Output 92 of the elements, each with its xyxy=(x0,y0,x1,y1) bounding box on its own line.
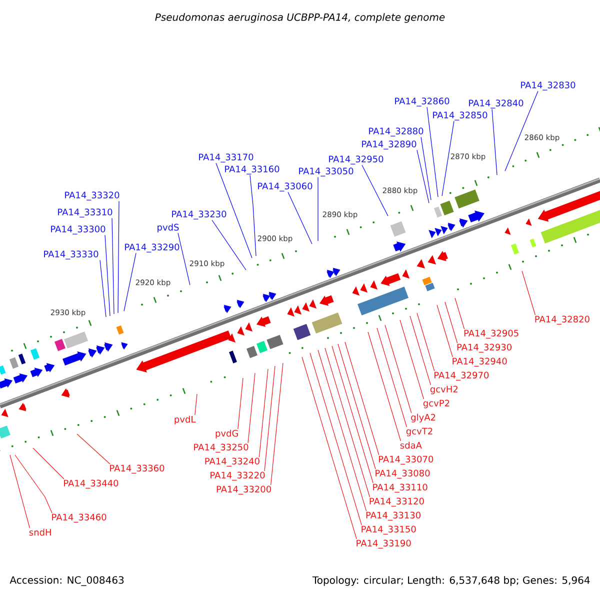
gene-label: PA14_33330 xyxy=(44,250,98,260)
leader-line xyxy=(368,332,401,442)
leader-line xyxy=(492,108,498,176)
leader-line xyxy=(504,90,538,172)
gene-label: PA14_33130 xyxy=(366,512,420,520)
leader-line xyxy=(194,394,198,416)
gene-label: gcvP2 xyxy=(423,400,450,408)
leader-line xyxy=(212,220,246,270)
accession-text: Accession: NC_008463 xyxy=(10,576,124,586)
gene-label: PA14_32940 xyxy=(452,358,507,366)
leader-line xyxy=(344,342,380,456)
leader-line xyxy=(338,344,376,470)
gene-label: glyA2 xyxy=(411,414,436,422)
gene-label: PA14_33240 xyxy=(205,458,260,466)
title: Pseudomonas aeruginosa UCBPP-PA14, complete genome xyxy=(155,13,445,23)
leader-line xyxy=(332,346,374,484)
gene-label: PA14_32860 xyxy=(395,98,450,106)
gene-label: PA14_33120 xyxy=(370,498,424,506)
leader-line xyxy=(124,252,136,312)
leader-line xyxy=(420,136,432,200)
gene-label: PA14_32820 xyxy=(535,316,590,324)
gene-label: sndH xyxy=(29,528,51,536)
leader-line xyxy=(416,312,435,372)
gene-label: gcvH2 xyxy=(430,386,458,394)
gene-label: gcvT2 xyxy=(406,428,432,436)
gene-label: PA14_33460 xyxy=(52,514,106,522)
leader-line xyxy=(270,362,284,486)
gene-label: pvdS xyxy=(158,224,179,232)
leader-line xyxy=(288,192,312,244)
leader-line xyxy=(436,304,453,358)
leader-line xyxy=(318,350,367,512)
leader-line xyxy=(14,454,52,514)
gene-label: PA14_33310 xyxy=(58,208,112,218)
leader-line xyxy=(442,120,454,196)
gene-label: PA14_32850 xyxy=(433,112,488,120)
gene-label: PA14_33290 xyxy=(125,244,180,252)
gene-label: pvdG xyxy=(216,430,238,438)
leader-line xyxy=(384,324,412,414)
gene-label: PA14_33320 xyxy=(65,192,120,200)
leader-line xyxy=(302,356,357,540)
leader-line xyxy=(310,352,362,526)
gene-label: PA14_33220 xyxy=(210,472,265,480)
leader-line xyxy=(238,378,244,430)
gene-label: PA14_33170 xyxy=(199,154,254,162)
gene-label: PA14_33080 xyxy=(376,470,430,478)
gene-label: PA14_33190 xyxy=(356,540,411,548)
gene-label: PA14_33200 xyxy=(216,486,271,494)
leader-line xyxy=(178,232,190,286)
gene-label: PA14_33070 xyxy=(378,456,434,464)
gene-label: PA14_33150 xyxy=(362,526,416,534)
leader-line xyxy=(400,320,424,400)
leader-line xyxy=(426,106,438,198)
gene-label: PA14_32840 xyxy=(469,100,524,108)
gene-label: PA14_32830 xyxy=(521,82,576,90)
gene-label: PA14_33300 xyxy=(51,226,106,234)
gene-label: PA14_32970 xyxy=(434,372,489,380)
gene-label: PA14_32880 xyxy=(369,128,424,136)
gene-label: PA14_32890 xyxy=(362,140,416,150)
gene-label: PA14_32930 xyxy=(457,344,512,352)
gene-label: PA14_33360 xyxy=(110,464,164,474)
gene-label: PA14_33250 xyxy=(194,444,248,452)
leader-line xyxy=(324,348,370,498)
leader-line xyxy=(76,434,110,464)
gene-label: PA14_33110 xyxy=(373,484,428,492)
gene-label: PA14_33060 xyxy=(258,182,312,192)
gene-label: PA14_32950 xyxy=(329,156,384,164)
leader-line xyxy=(250,174,256,256)
leader-line xyxy=(112,218,114,314)
leader-line xyxy=(410,316,431,386)
leader-line xyxy=(362,164,388,216)
gene-label: pvdL xyxy=(174,416,196,424)
leader-line xyxy=(454,298,465,330)
genome-stats-text: Topology: circular; Length: 6,537,648 bp; Genes: 5,964 xyxy=(312,576,590,586)
gene-label: PA14_32905 xyxy=(464,330,518,338)
leader-line xyxy=(522,270,536,316)
gene-label: PA14_33160 xyxy=(225,166,280,174)
gene-label: PA14_33440 xyxy=(64,480,118,488)
leader-line xyxy=(100,260,106,318)
leader-line xyxy=(32,448,64,480)
leader-line xyxy=(264,366,276,472)
gene-label: sdaA xyxy=(400,442,422,449)
gene-label: PA14_33230 xyxy=(172,210,226,220)
leader-line xyxy=(376,328,407,428)
leader-line xyxy=(10,454,30,528)
leader-line xyxy=(216,162,252,258)
leader-line xyxy=(258,368,268,458)
leader-line xyxy=(118,200,120,314)
gene-label: PA14_33050 xyxy=(299,168,354,176)
leader-line xyxy=(444,302,458,344)
leader-line xyxy=(416,150,430,204)
leader-line xyxy=(248,372,256,444)
leader-line xyxy=(104,234,110,316)
